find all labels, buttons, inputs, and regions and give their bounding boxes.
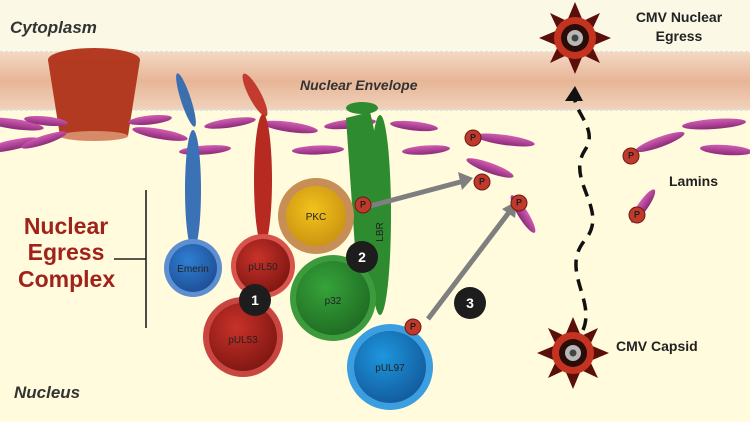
phosphate-label: P: [359, 199, 367, 210]
p32-label: p32: [324, 296, 342, 307]
phosphate-icon: [354, 129, 646, 336]
pkc-label: PKC: [305, 212, 327, 223]
pul97-label: pUL97: [375, 363, 405, 374]
egress-path: [572, 91, 595, 331]
lamin-icon: [0, 114, 750, 233]
phosphate-label: P: [478, 176, 486, 187]
step-badge-2: [346, 241, 378, 273]
pul50-protein: [231, 73, 295, 298]
nucleus-label: Nucleus: [14, 383, 81, 402]
pul53-protein: [203, 297, 283, 377]
phosphate-label: P: [633, 209, 641, 220]
pul50-label: pUL50: [248, 262, 278, 273]
arrow-icon: [369, 172, 517, 321]
step-number-3: 3: [466, 295, 474, 311]
phosphate-label: P: [627, 150, 635, 161]
egress-label: CMV Nuclear Egress: [635, 9, 723, 44]
pul97-protein: [347, 324, 433, 410]
capsid-label: CMV Capsid: [616, 338, 698, 354]
egress-arrowhead: [565, 86, 583, 101]
step-number-1: 1: [251, 292, 259, 308]
pul53-label: pUL53: [228, 335, 258, 346]
step-badge-1: [239, 284, 271, 316]
step-number-2: 2: [358, 249, 366, 265]
phosphate-label: P: [515, 197, 523, 208]
lbr-label: LBR: [375, 222, 386, 242]
emerin-label: Emerin: [177, 264, 209, 275]
capsid-icon-egress: [539, 2, 611, 74]
complex-bracket: [114, 190, 147, 328]
cytoplasm-label: Cytoplasm: [10, 18, 97, 37]
nuclear-envelope-label: Nuclear Envelope: [300, 77, 418, 93]
phosphate-label: P: [409, 321, 417, 332]
capsid-icon: [537, 317, 609, 389]
p32-protein: [290, 255, 376, 341]
pore-icon: [48, 48, 140, 141]
emerin-protein: [164, 73, 222, 297]
phosphate-label: P: [469, 132, 477, 143]
complex-label: Nuclear Egress Complex: [18, 213, 116, 292]
cytoplasm-region: [0, 0, 750, 52]
step-badge-3: [454, 287, 486, 319]
lamins-label: Lamins: [669, 173, 719, 189]
pkc-protein: [278, 178, 354, 254]
